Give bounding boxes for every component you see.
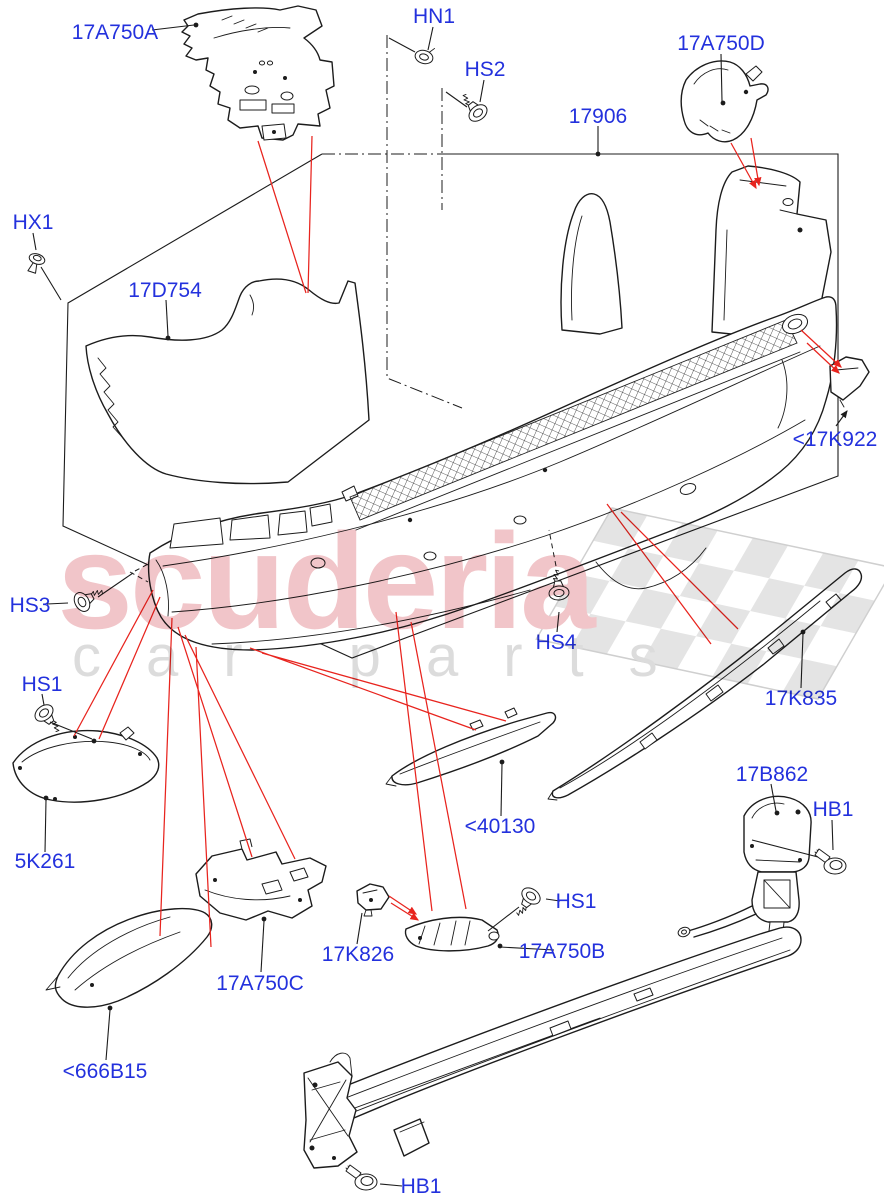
part-label-17K835[interactable]: 17K835: [765, 687, 837, 710]
assembly-box-17906: [62, 35, 839, 659]
part-17A750C-drawing: [195, 838, 327, 921]
part-label-HS3[interactable]: HS3: [10, 594, 51, 617]
fastener-hs1-left-screw: [31, 700, 67, 738]
part-label-17A750C[interactable]: 17A750C: [216, 972, 304, 995]
part-17D754-drawing: [85, 278, 370, 485]
part-label-17906[interactable]: 17906: [569, 105, 627, 128]
part-40130-drawing: [385, 707, 557, 787]
part-label-HS4[interactable]: HS4: [536, 631, 577, 654]
part-bumper-cover-drawing: [129, 165, 838, 651]
part-label-HS2[interactable]: HS2: [465, 58, 506, 81]
part-label-HB1-right[interactable]: HB1: [813, 798, 854, 821]
part-labels: 17A750A HN1 HS2 17906 17A750D HX1 17D754…: [10, 5, 878, 1198]
part-label-17A750D[interactable]: 17A750D: [677, 32, 765, 55]
fastener-hb1-bottom-bolt: [345, 1164, 378, 1191]
part-label-17D754[interactable]: 17D754: [128, 279, 202, 302]
part-label-17K826[interactable]: 17K826: [322, 943, 394, 966]
part-label-HX1[interactable]: HX1: [13, 211, 54, 234]
part-label-666B15[interactable]: <666B15: [63, 1060, 148, 1083]
fastener-hn1-nut: [413, 43, 437, 67]
part-17B862-drawing: [677, 795, 812, 943]
watermark-tagline-text: car parts: [72, 624, 703, 689]
part-label-17A750B[interactable]: 17A750B: [519, 940, 605, 963]
part-label-17B862[interactable]: 17B862: [736, 763, 808, 786]
fastener-hs3-screw: [70, 581, 108, 615]
part-666B15-drawing: [45, 907, 213, 1008]
part-label-HN1[interactable]: HN1: [413, 5, 455, 28]
fastener-hs2-screw: [455, 88, 491, 126]
part-17A750A-drawing: [181, 5, 335, 141]
fastener-hs1-right-screw: [509, 884, 544, 922]
part-5K261-drawing: [12, 726, 160, 803]
part-impact-bar-drawing: [303, 926, 802, 1169]
part-17K922-drawing: [829, 356, 870, 408]
part-17K835-drawing: [547, 568, 863, 801]
part-17A750B-drawing: [404, 916, 500, 952]
fastener-hb1-right-bolt: [814, 848, 847, 875]
part-label-HB1-bottom[interactable]: HB1: [401, 1175, 442, 1198]
part-label-5K261[interactable]: 5K261: [15, 850, 76, 873]
part-label-HS1-right[interactable]: HS1: [556, 890, 597, 913]
part-label-17K922[interactable]: <17K922: [793, 428, 878, 451]
part-label-HS1-left[interactable]: HS1: [22, 673, 63, 696]
part-17K826-drawing: [356, 883, 390, 917]
part-label-40130[interactable]: <40130: [465, 815, 536, 838]
part-label-17A750A[interactable]: 17A750A: [72, 21, 158, 44]
